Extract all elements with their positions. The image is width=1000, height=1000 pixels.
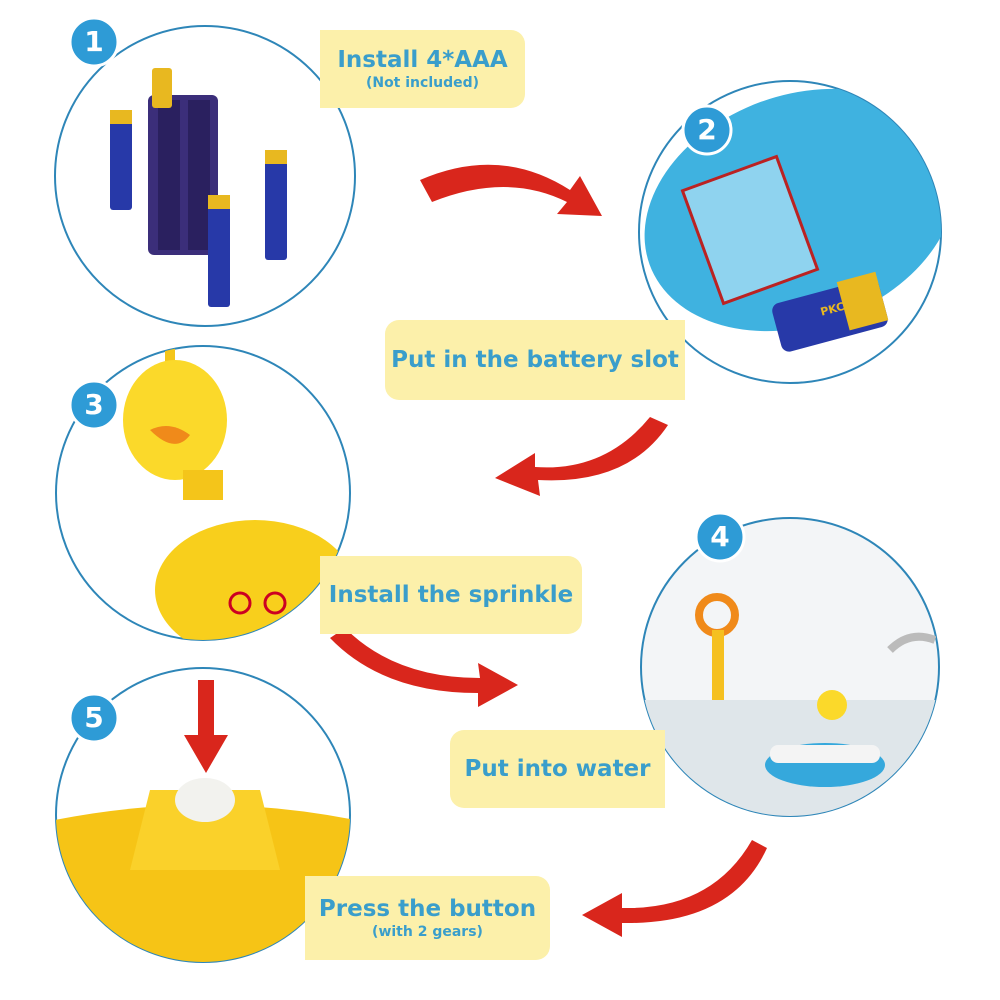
step-1-image — [54, 25, 356, 327]
arrow-2-to-3 — [495, 417, 668, 496]
flow-arrows — [184, 164, 767, 937]
step-3-badge: 3 — [84, 388, 104, 421]
step-3-label: Install the sprinkle — [320, 556, 582, 634]
battery — [110, 110, 132, 210]
step-5-note: (with 2 gears) — [372, 924, 483, 940]
step-5-image — [55, 667, 351, 963]
arrow-4-to-5 — [582, 840, 767, 937]
step-2-label: Put in the battery slot — [385, 320, 685, 400]
step-4-badge: 4 — [710, 520, 730, 553]
battery — [152, 68, 172, 108]
step-3-image — [55, 345, 351, 641]
step-1-badge: 1 — [84, 25, 104, 58]
step-4-title: Put into water — [464, 756, 651, 782]
step-2-title: Put in the battery slot — [391, 347, 679, 373]
step-4-label: Put into water — [450, 730, 665, 808]
step-5-title: Press the button — [318, 896, 537, 922]
battery — [208, 195, 230, 307]
step-1-title: Install 4*AAA — [337, 47, 508, 73]
step-1-label: Install 4*AAA (Not included) — [320, 30, 525, 108]
step-2-badge: 2 — [697, 113, 717, 146]
step-3-title: Install the sprinkle — [328, 582, 574, 608]
battery — [265, 150, 287, 260]
press-arrow — [184, 680, 228, 773]
step-5-badge: 5 — [84, 701, 104, 734]
step-2-image — [638, 80, 942, 384]
step-5-label: Press the button (with 2 gears) — [305, 876, 550, 960]
step-badges — [68, 16, 746, 744]
arrow-1-to-2 — [420, 164, 602, 216]
arrow-3-to-4 — [330, 628, 518, 707]
step-1-note: (Not included) — [365, 75, 480, 91]
step-4-image — [640, 517, 940, 817]
